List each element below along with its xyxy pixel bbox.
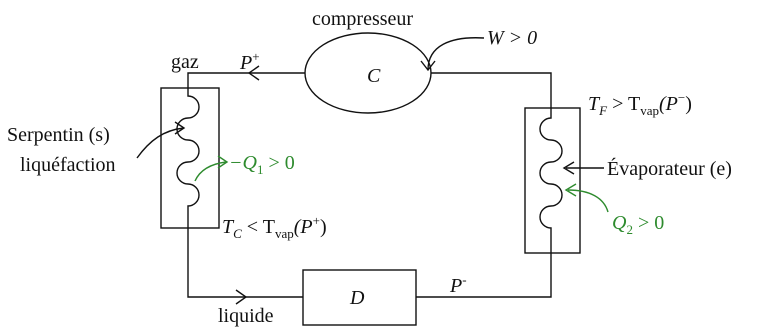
detendeur-letter: D bbox=[349, 287, 365, 309]
gas-label: gaz bbox=[171, 51, 199, 73]
q2-label: Q2 > 0 bbox=[612, 212, 664, 237]
p-minus-label: P- bbox=[449, 272, 467, 297]
wire-left-down bbox=[187, 228, 303, 298]
tf-label: TF > Tvap(P−) bbox=[588, 90, 692, 118]
tc-label: TC < Tvap(P+) bbox=[222, 213, 327, 241]
work-arrow-head bbox=[420, 60, 436, 72]
work-label: W > 0 bbox=[487, 27, 537, 49]
condenser-box bbox=[160, 87, 220, 229]
flow-arrow-bottom bbox=[235, 289, 248, 305]
evaporator-coil bbox=[539, 108, 563, 253]
q2-arrow bbox=[567, 189, 609, 213]
flow-arrow-top bbox=[247, 65, 260, 81]
liquid-label: liquide bbox=[218, 305, 274, 327]
serpentin-label-line2: liquéfaction bbox=[20, 154, 116, 176]
evaporator-label: Évaporateur (e) bbox=[607, 157, 732, 180]
compressor-ellipse bbox=[304, 32, 432, 114]
compressor-letter: C bbox=[367, 65, 381, 87]
condenser-coil bbox=[176, 88, 200, 228]
detendeur-box bbox=[302, 269, 417, 326]
p-plus-top: P+ bbox=[239, 49, 260, 74]
q1-arrow bbox=[194, 161, 227, 182]
wire-top-right bbox=[431, 72, 552, 108]
compressor-label: compresseur bbox=[312, 8, 413, 30]
serpentin-label-line1: Serpentin (s) bbox=[7, 124, 110, 146]
evaporator-pointer-head bbox=[562, 161, 575, 175]
serpentin-pointer-head bbox=[174, 121, 186, 135]
q1-label: −Q1 > 0 bbox=[229, 152, 295, 177]
serpentin-pointer bbox=[136, 127, 185, 159]
q2-arrow-head bbox=[564, 183, 577, 197]
work-arrow bbox=[427, 37, 485, 71]
evaporator-box bbox=[524, 107, 581, 254]
wire-right-down bbox=[416, 253, 552, 298]
wire-top-left bbox=[187, 72, 305, 88]
q1-arrow-head bbox=[217, 155, 229, 169]
